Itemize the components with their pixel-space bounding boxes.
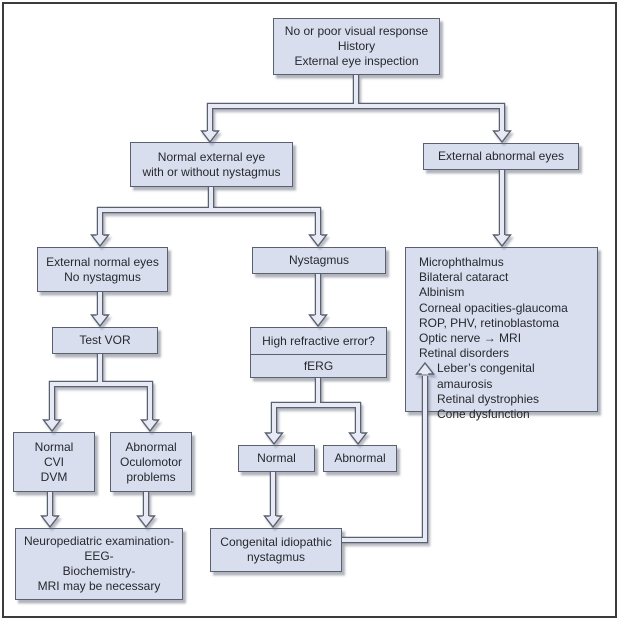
arrowhead-icon [348,432,368,446]
node-neuropediatric-workup: Neuropediatric examination-EEG-Biochemis… [15,528,183,600]
node-line: Microphthalmus [419,255,504,269]
arrowhead-icon [263,515,283,529]
node-line: Neuropediatric examination- [23,534,175,548]
node-line: ROP, PHV, retinoblastoma [419,315,560,330]
node-line: Retinal disorders [419,346,510,361]
node-line: History [337,39,376,53]
node-line: Biochemistry- [62,564,136,578]
node-test-vor: Test VOR [52,327,158,354]
node-line: Abnormal [334,451,386,465]
node-line: Congenital idiopathic [220,535,332,549]
connector-line [206,102,506,133]
node-line: External eye inspection [294,54,419,68]
node-high-refractive-error: High refractive error? fERG [250,327,387,378]
node-line: No nystagmus [64,269,141,284]
connector-line [208,104,504,133]
arrowhead-icon [492,234,512,248]
arrowhead-icon [200,130,220,144]
node-ferg: fERG [251,354,386,377]
node-line: Normal [34,439,74,454]
node-line: Retinal dystrophies [437,391,540,406]
arrowhead-icon [140,419,160,433]
node-line: Corneal opacities-glaucoma [419,300,568,315]
node-line: Oculomotor problems [119,454,183,484]
arrowhead-icon [40,515,60,529]
arrowhead-icon [308,234,328,248]
node-ferg-abnormal: Abnormal [323,445,397,472]
connector-line [96,206,322,237]
node-line: Normal external eye [157,149,266,164]
node-line: DVM [40,469,68,484]
node-line: Nystagmus [288,253,350,267]
arrowhead-icon [90,234,110,248]
node-line: External normal eyes [46,254,159,269]
arrowhead-icon [308,314,328,328]
node-line: Cone dysfunction [437,407,530,422]
node-line: External abnormal eyes [437,149,565,163]
arrowhead-icon [264,432,284,446]
node-line: fERG [303,358,334,373]
node-line: Normal [257,451,296,465]
arrowhead-icon [136,515,156,529]
node-line: with or without nystagmus [142,164,281,179]
node-line: High refractive error? [262,333,375,348]
node-line: Optic nerve → MRI [419,331,522,346]
connector-line [270,401,362,435]
arrowhead-icon [42,419,62,433]
node-line: Leber’s congenital amaurosis [437,361,535,391]
connector-line [48,380,154,422]
node-nystagmus: Nystagmus [252,247,386,274]
node-line: nystagmus [246,550,306,564]
node-line: MRI may be necessary [37,579,161,593]
node-line: CVI [43,454,64,469]
node-line: Bilateral cataract [419,270,509,285]
node-line: Albinism [419,285,465,300]
node-line: Test VOR [79,333,131,347]
node-high-refractive-error-label: High refractive error? [251,328,386,354]
node-line: No or poor visual response [284,24,429,38]
connector-line [272,403,360,435]
node-ferg-normal: Normal [238,445,315,472]
arrowhead-icon [492,130,512,144]
node-line: Abnormal [125,439,177,454]
connector-line [98,208,320,237]
node-external-abnormal-eyes: External abnormal eyes [423,143,579,170]
connector-line [50,382,152,422]
node-line: EEG- [84,549,114,563]
arrowhead-icon [90,314,110,328]
